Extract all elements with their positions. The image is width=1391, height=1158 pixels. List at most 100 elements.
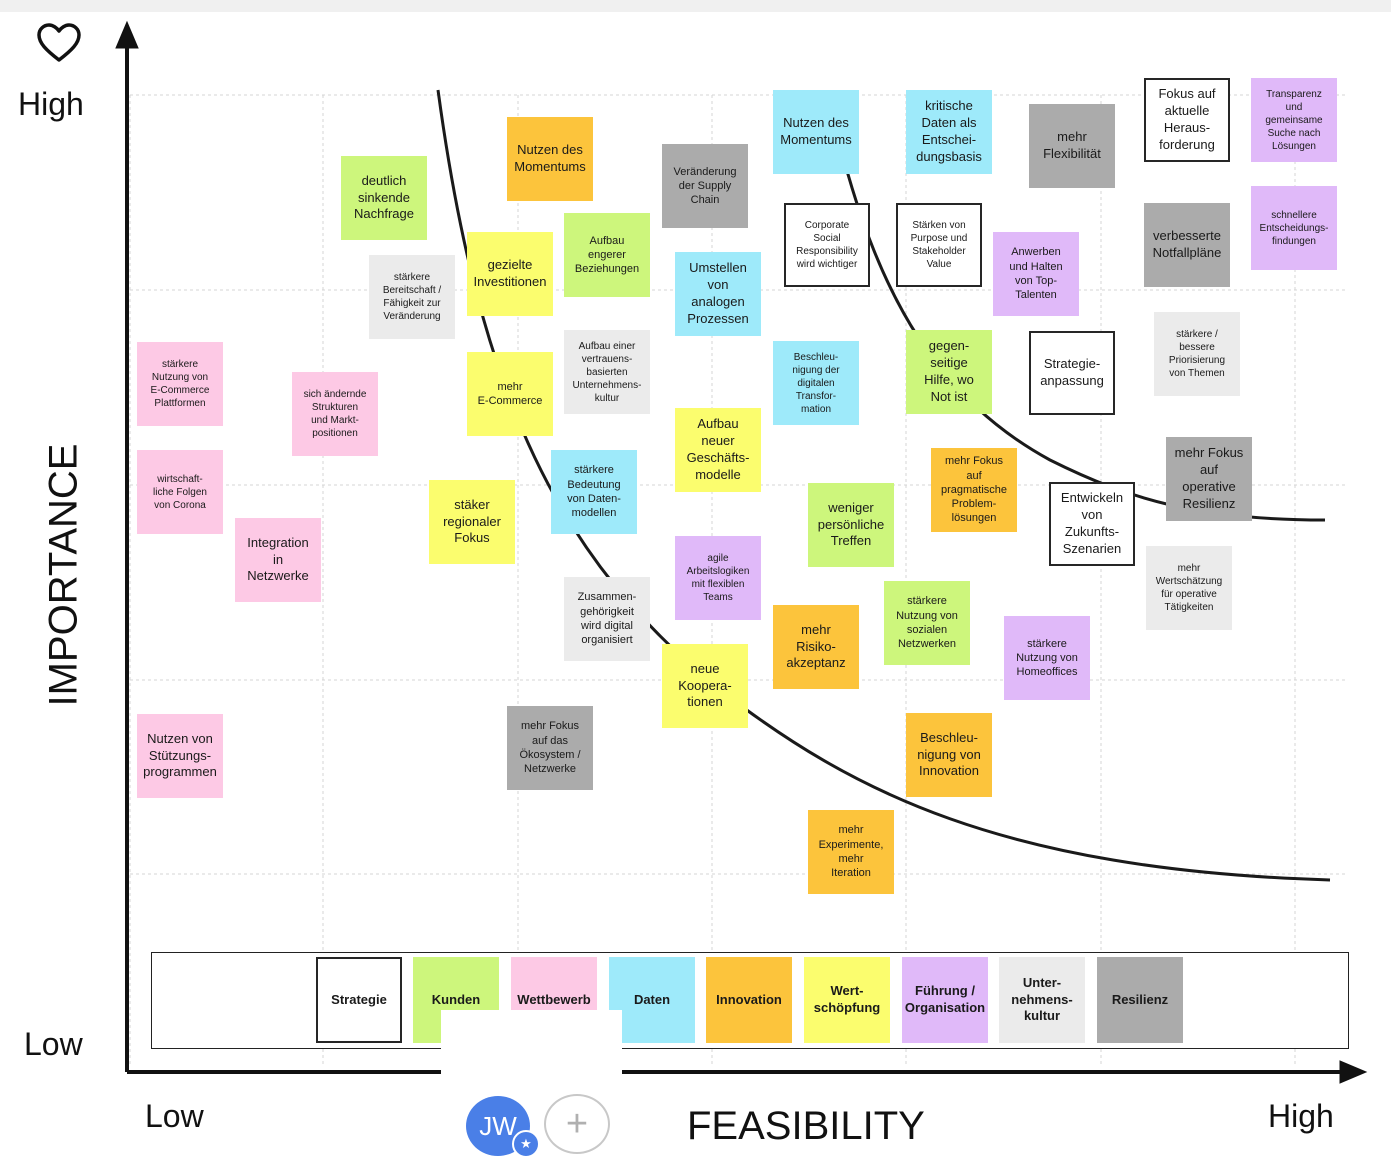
sticky-note[interactable]: mehr Flexibilität <box>1029 104 1115 188</box>
sticky-note[interactable]: Nutzen von Stützungs- programmen <box>137 714 223 798</box>
legend-item-label: Unter- nehmens- kultur <box>1011 974 1073 1024</box>
sticky-note-text: deutlich sinkende Nachfrage <box>354 172 414 222</box>
sticky-note-text: Entwickeln von Zukunfts- Szenarien <box>1060 490 1124 556</box>
sticky-note-text: Anwerben und Halten von Top- Talenten <box>1009 246 1063 302</box>
sticky-note-text: stärkere Nutzung von Homeoffices <box>1016 637 1078 679</box>
sticky-note[interactable]: verbesserte Notfallpläne <box>1144 203 1230 287</box>
sticky-note[interactable]: gegen- seitige Hilfe, wo Not ist <box>906 330 992 414</box>
sticky-note-text: sich ändernde Strukturen und Markt- posi… <box>303 389 367 439</box>
sticky-note[interactable]: mehr Fokus auf operative Resilienz <box>1166 437 1252 521</box>
sticky-note[interactable]: gezielte Investitionen <box>467 232 553 316</box>
sticky-note-text: stärkere Nutzung von sozialen Netzwerken <box>896 595 958 651</box>
sticky-note[interactable]: stärkere Nutzung von E-Commerce Plattfor… <box>137 342 223 426</box>
sticky-note[interactable]: stärkere / bessere Priorisierung von The… <box>1154 312 1240 396</box>
sticky-note-text: mehr E-Commerce <box>477 380 543 407</box>
legend-item: Führung / Organisation <box>902 957 988 1043</box>
sticky-note-text: kritische Daten als Entschei- dungsbasis <box>916 98 982 164</box>
user-avatar[interactable]: JW <box>466 1096 530 1156</box>
sticky-note[interactable]: deutlich sinkende Nachfrage <box>341 156 427 240</box>
legend-item-label: Wettbewerb <box>517 991 591 1007</box>
sticky-note[interactable]: Transparenz und gemeinsame Suche nach Lö… <box>1251 78 1337 162</box>
legend-item: Strategie <box>316 957 402 1043</box>
x-axis-title: FEASIBILITY <box>687 1104 925 1148</box>
sticky-note[interactable]: Zusammen- gehörigkeit wird digital organ… <box>564 577 650 661</box>
sticky-note[interactable]: mehr Fokus auf das Ökosystem / Netzwerke <box>507 706 593 790</box>
sticky-note[interactable]: mehr Risiko- akzeptanz <box>773 605 859 689</box>
y-axis-arrow <box>115 20 139 49</box>
sticky-note-text: gezielte Investitionen <box>473 257 547 289</box>
sticky-note[interactable]: kritische Daten als Entschei- dungsbasis <box>906 90 992 174</box>
sticky-note-text: stärkere Nutzung von E-Commerce Plattfor… <box>150 359 210 409</box>
legend-item-label: Führung / Organisation <box>904 983 986 1015</box>
legend-item: Resilienz <box>1097 957 1183 1043</box>
sticky-note[interactable]: wirtschaft- liche Folgen von Corona <box>137 450 223 534</box>
sticky-note[interactable]: agile Arbeitslogiken mit flexiblen Teams <box>675 536 761 620</box>
sticky-note-text: Aufbau einer vertrauens- basierten Unter… <box>572 340 642 404</box>
sticky-note[interactable]: Integration in Netzwerke <box>235 518 321 602</box>
sticky-note[interactable]: sich ändernde Strukturen und Markt- posi… <box>292 372 378 456</box>
sticky-note[interactable]: stärkere Nutzung von Homeoffices <box>1004 616 1090 700</box>
y-axis-title: IMPORTANCE <box>41 443 86 707</box>
sticky-note[interactable]: mehr Experimente, mehr Iteration <box>808 810 894 894</box>
sticky-note[interactable]: Veränderung der Supply Chain <box>662 144 748 228</box>
legend-item-label: Daten <box>633 991 671 1007</box>
sticky-note-text: schnellere Entscheidungs- findungen <box>1259 209 1329 247</box>
y-axis-low-label: Low <box>24 1026 83 1062</box>
top-toolbar-strip <box>0 0 1391 12</box>
sticky-note-text: mehr Experimente, mehr Iteration <box>818 824 884 880</box>
legend-item: Daten <box>609 957 695 1043</box>
plus-icon: + <box>565 1102 589 1145</box>
sticky-note[interactable]: stärkere Bedeutung von Daten- modellen <box>551 450 637 534</box>
sticky-note-text: Integration in Netzwerke <box>247 534 309 584</box>
sticky-note[interactable]: Beschleu- nigung von Innovation <box>906 713 992 797</box>
sticky-note-text: Veränderung der Supply Chain <box>673 165 737 207</box>
sticky-note[interactable]: Nutzen des Momentums <box>507 117 593 201</box>
sticky-note[interactable]: Anwerben und Halten von Top- Talenten <box>993 232 1079 316</box>
sticky-note-text: weniger persönliche Treffen <box>817 499 885 549</box>
sticky-note[interactable]: Strategie- anpassung <box>1029 331 1115 415</box>
sticky-note-text: Transparenz und gemeinsame Suche nach Lö… <box>1265 88 1323 152</box>
sticky-note[interactable]: mehr Fokus auf pragmatische Problem- lös… <box>931 448 1017 532</box>
sticky-note[interactable]: Nutzen des Momentums <box>773 90 859 174</box>
sticky-note-text: Nutzen von Stützungs- programmen <box>143 730 217 780</box>
sticky-note-text: agile Arbeitslogiken mit flexiblen Teams <box>686 553 750 603</box>
heart-icon <box>37 23 81 62</box>
sticky-note-text: mehr Risiko- akzeptanz <box>786 621 846 671</box>
sticky-note[interactable]: stäker regionaler Fokus <box>429 480 515 564</box>
sticky-note[interactable]: weniger persönliche Treffen <box>808 483 894 567</box>
sticky-note-text: mehr Fokus auf operative Resilienz <box>1174 445 1244 511</box>
sticky-note-text: Aufbau neuer Geschäfts- modelle <box>686 416 750 482</box>
sticky-note[interactable]: Fokus auf aktuelle Heraus- forderung <box>1144 78 1230 162</box>
sticky-note-text: Nutzen des Momentums <box>514 142 586 174</box>
sticky-note[interactable]: stärkere Bereitschaft / Fähigkeit zur Ve… <box>369 255 455 339</box>
sticky-note[interactable]: Stärken von Purpose und Stakeholder Valu… <box>896 203 982 287</box>
sticky-note[interactable]: Beschleu- nigung der digitalen Transfor-… <box>773 341 859 425</box>
legend-item-label: Kunden <box>431 991 481 1007</box>
sticky-note-text: mehr Wertschätzung für operative Tätigke… <box>1155 563 1223 613</box>
x-axis-arrow <box>1339 1060 1368 1084</box>
sticky-note-text: Stärken von Purpose und Stakeholder Valu… <box>910 220 968 270</box>
sticky-note-text: mehr Fokus auf pragmatische Problem- lös… <box>940 455 1008 525</box>
sticky-note[interactable]: Corporate Social Responsibility wird wic… <box>784 203 870 287</box>
sticky-note[interactable]: Entwickeln von Zukunfts- Szenarien <box>1049 482 1135 566</box>
sticky-note[interactable]: neue Koopera- tionen <box>662 644 748 728</box>
legend-item: Wert- schöpfung <box>804 957 890 1043</box>
sticky-note[interactable]: mehr E-Commerce <box>467 352 553 436</box>
y-axis-high-label: High <box>18 86 84 122</box>
sticky-note-text: Aufbau engerer Beziehungen <box>574 234 640 276</box>
sticky-note-text: wirtschaft- liche Folgen von Corona <box>153 473 207 511</box>
sticky-note-text: Strategie- anpassung <box>1040 356 1104 388</box>
sticky-note[interactable]: Aufbau neuer Geschäfts- modelle <box>675 408 761 492</box>
sticky-note-text: gegen- seitige Hilfe, wo Not ist <box>924 338 974 404</box>
add-collaborator-button[interactable]: + <box>544 1094 610 1154</box>
legend-item: Unter- nehmens- kultur <box>999 957 1085 1043</box>
sticky-note-text: Beschleu- nigung von Innovation <box>917 729 981 779</box>
sticky-note[interactable]: Aufbau engerer Beziehungen <box>564 213 650 297</box>
sticky-note-text: stärkere Bereitschaft / Fähigkeit zur Ve… <box>382 272 442 322</box>
sticky-note[interactable]: schnellere Entscheidungs- findungen <box>1251 186 1337 270</box>
collaborator-panel <box>441 1010 622 1080</box>
sticky-note[interactable]: stärkere Nutzung von sozialen Netzwerken <box>884 581 970 665</box>
sticky-note[interactable]: Umstellen von analogen Prozessen <box>675 252 761 336</box>
sticky-note[interactable]: Aufbau einer vertrauens- basierten Unter… <box>564 330 650 414</box>
sticky-note[interactable]: mehr Wertschätzung für operative Tätigke… <box>1146 546 1232 630</box>
